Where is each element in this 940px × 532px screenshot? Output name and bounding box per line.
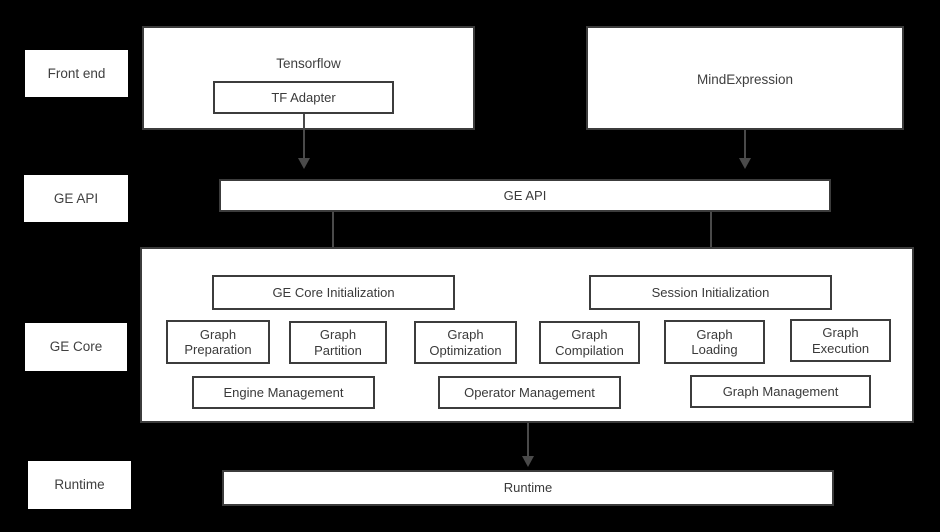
ge-api-bar[interactable]: GE API — [219, 179, 831, 212]
module-graph-compilation[interactable]: Graph Compilation — [539, 321, 640, 364]
tf-adapter-box[interactable]: TF Adapter — [213, 81, 394, 114]
stage-label-ge-api: GE API — [24, 175, 128, 222]
stage-label-ge-core: GE Core — [25, 323, 127, 371]
session-initialization-box[interactable]: Session Initialization — [589, 275, 832, 310]
arrowhead-ge-core-to-runtime — [522, 456, 534, 467]
stage-label-front-end: Front end — [25, 50, 128, 97]
arrowhead-tf-adapter-to-ge-api — [298, 158, 310, 169]
module-graph-optimization[interactable]: Graph Optimization — [414, 321, 517, 364]
manager-graph-management[interactable]: Graph Management — [690, 375, 871, 408]
mindexpression-panel: MindExpression — [586, 26, 904, 130]
mindexpression-title: MindExpression — [696, 72, 794, 87]
connector-ge-core-to-runtime — [527, 423, 529, 459]
module-graph-loading[interactable]: Graph Loading — [664, 320, 765, 364]
runtime-bar[interactable]: Runtime — [222, 470, 834, 506]
ge-core-initialization-box[interactable]: GE Core Initialization — [212, 275, 455, 310]
module-graph-preparation[interactable]: Graph Preparation — [166, 320, 270, 364]
module-graph-partition[interactable]: Graph Partition — [289, 321, 387, 364]
connector-tf-adapter-to-ge-api — [303, 114, 305, 162]
manager-operator-management[interactable]: Operator Management — [438, 376, 621, 409]
connector-ge-api-to-session-init — [710, 212, 712, 262]
stage-label-runtime: Runtime — [28, 461, 131, 509]
manager-engine-management[interactable]: Engine Management — [192, 376, 375, 409]
connector-ge-api-to-ge-core-init — [332, 212, 334, 262]
tensorflow-title: Tensorflow — [276, 56, 341, 71]
connector-mindexpression-to-ge-api — [744, 130, 746, 162]
arrowhead-mindexpression-to-ge-api — [739, 158, 751, 169]
module-graph-execution[interactable]: Graph Execution — [790, 319, 891, 362]
tensorflow-panel: Tensorflow — [142, 26, 475, 130]
